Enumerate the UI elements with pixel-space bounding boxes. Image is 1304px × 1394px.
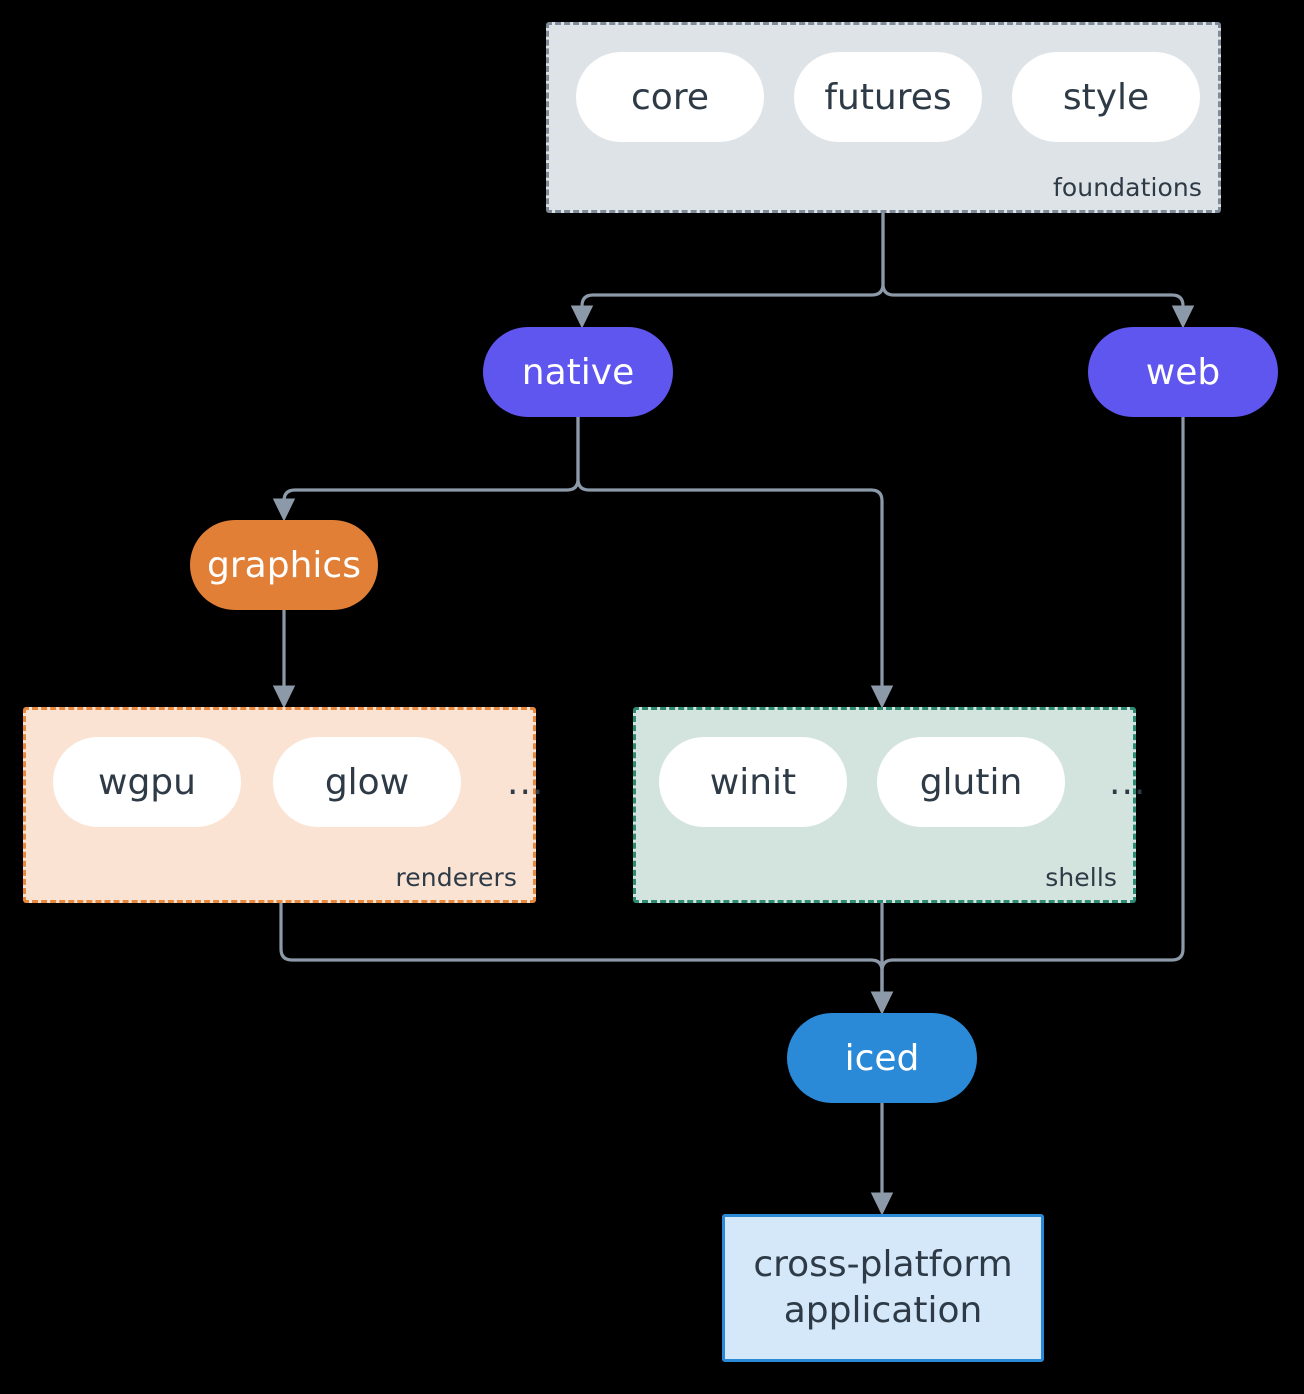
- node-cross-platform-application[interactable]: cross-platform application: [722, 1214, 1044, 1362]
- group-label-renderers: renderers: [395, 863, 517, 892]
- group-label-shells: shells: [1045, 863, 1117, 892]
- node-iced[interactable]: iced: [787, 1013, 977, 1103]
- edge-foundations-web: [881, 211, 1195, 329]
- edge-web-iced: [870, 415, 1185, 1015]
- group-label-foundations: foundations: [1053, 173, 1202, 202]
- group-renderers: wgpu glow ... renderers: [23, 707, 543, 903]
- chip-core[interactable]: core: [576, 52, 764, 142]
- foundations-chip-row: core futures style: [576, 52, 1200, 142]
- edge-renderers-iced: [279, 901, 894, 1015]
- group-foundations: core futures style foundations: [546, 22, 1221, 213]
- renderers-ellipsis: ...: [507, 761, 545, 803]
- chip-style[interactable]: style: [1012, 52, 1200, 142]
- chip-winit[interactable]: winit: [659, 737, 847, 827]
- edge-native-graphics: [272, 415, 580, 522]
- shells-chip-row: winit glutin ...: [659, 737, 1146, 827]
- node-native[interactable]: native: [483, 327, 673, 417]
- application-line-1: cross-platform: [753, 1243, 1013, 1285]
- shells-ellipsis: ...: [1109, 761, 1147, 803]
- node-graphics[interactable]: graphics: [190, 520, 378, 610]
- chip-wgpu[interactable]: wgpu: [53, 737, 241, 827]
- group-shells: winit glutin ... shells: [633, 707, 1145, 903]
- edge-native-shells: [576, 415, 894, 709]
- chip-glow[interactable]: glow: [273, 737, 461, 827]
- node-web[interactable]: web: [1088, 327, 1278, 417]
- chip-futures[interactable]: futures: [794, 52, 982, 142]
- chip-glutin[interactable]: glutin: [877, 737, 1065, 827]
- application-line-2: application: [783, 1290, 983, 1331]
- edge-foundations-native: [570, 211, 885, 329]
- renderers-chip-row: wgpu glow ...: [53, 737, 544, 827]
